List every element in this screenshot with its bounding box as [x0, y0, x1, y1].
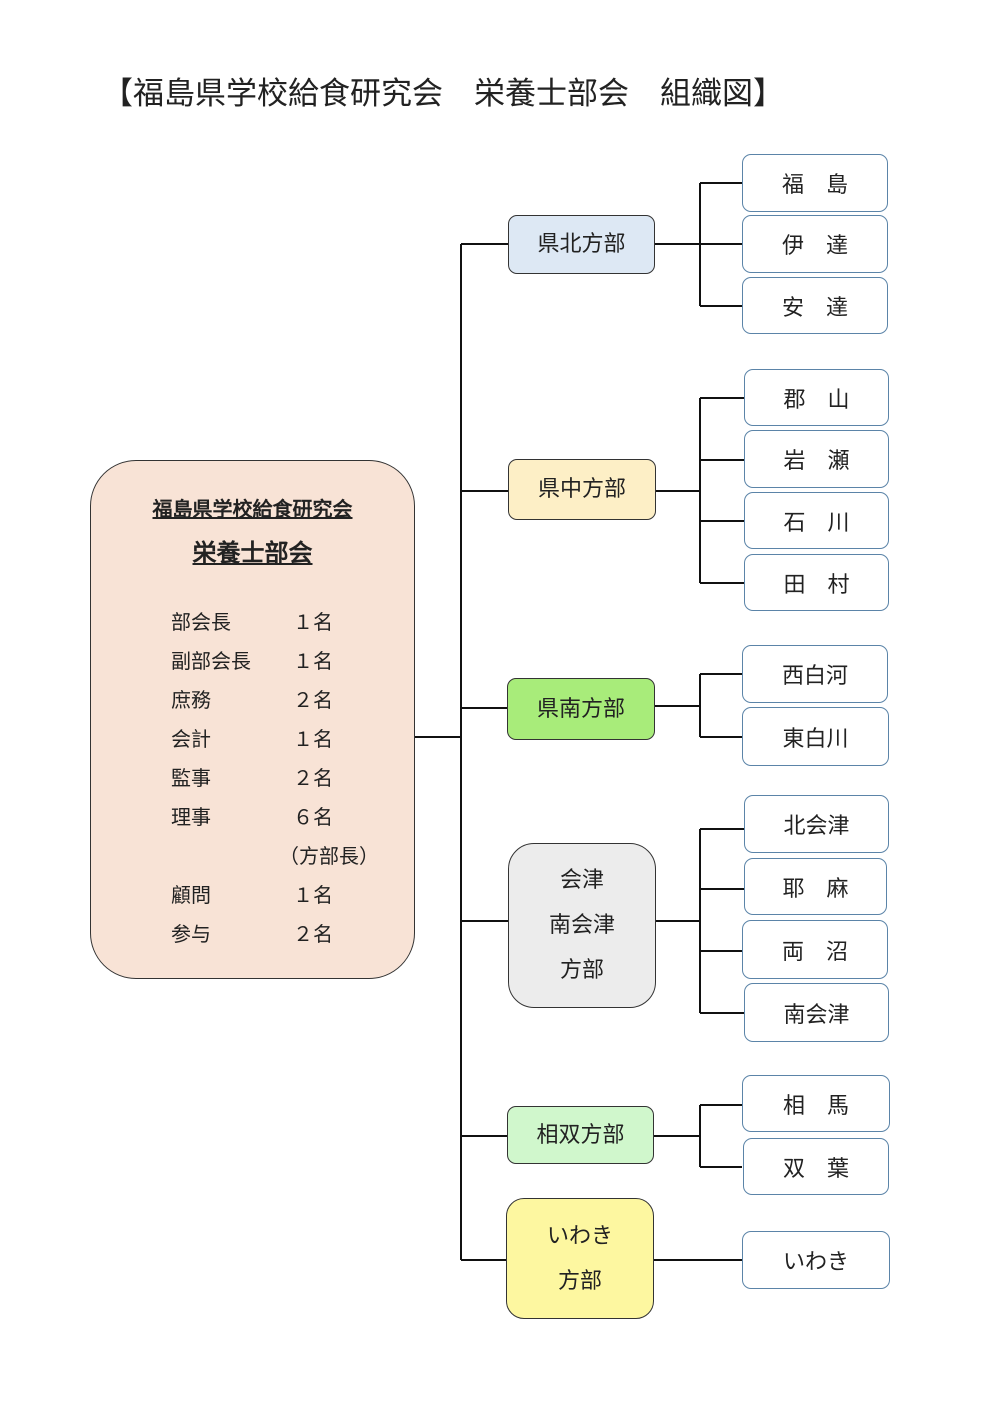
area-box: 西白河 [742, 645, 888, 703]
area-box: 安 達 [742, 277, 888, 334]
area-box: 相 馬 [742, 1075, 890, 1132]
role-count: １名 [293, 727, 333, 751]
area-label: 両 沼 [781, 939, 848, 965]
area-label: 南会津 [783, 1002, 850, 1028]
area-box: 岩 瀬 [744, 430, 889, 488]
main-unit-subtitle: 栄養士部会 [192, 539, 313, 567]
area-box: 南会津 [744, 983, 889, 1042]
role-name: 参与 [171, 922, 211, 946]
main-unit-title: 福島県学校給食研究会 [152, 497, 353, 521]
area-label: 石 川 [783, 510, 850, 536]
area-label: 福 島 [781, 173, 848, 198]
role-name: 副部会長 [171, 649, 251, 673]
area-box: 福 島 [742, 154, 888, 212]
area-label: 田 村 [783, 572, 850, 598]
role-row: 理事 ６名 [171, 798, 391, 837]
role-count: １名 [293, 649, 333, 673]
role-count: ２名 [293, 688, 333, 712]
role-row: 参与 ２名 [171, 915, 391, 954]
page-title: 【福島県学校給食研究会 栄養士部会 組織図】 [102, 76, 784, 112]
branch-label: 県北方部 [537, 232, 626, 257]
role-name: 部会長 [171, 610, 231, 634]
role-count: ６名 [293, 805, 333, 829]
branch-label: 相双方部 [536, 1122, 625, 1148]
area-box: 東白川 [742, 707, 889, 766]
area-label: 安 達 [781, 295, 848, 321]
main-unit-box: 福島県学校給食研究会 栄養士部会 部会長 １名 副部会長 １名 庶務 ２名 会計… [90, 460, 415, 979]
role-row: 副部会長 １名 [171, 642, 391, 681]
area-label: 岩 瀬 [783, 449, 850, 474]
branch-kenchu: 県中方部 [508, 459, 656, 520]
role-list: 部会長 １名 副部会長 １名 庶務 ２名 会計 １名 監事 ２名 理事 ６名 （… [171, 603, 391, 954]
role-count: ２名 [293, 766, 333, 790]
area-box: 両 沼 [742, 920, 888, 979]
area-label: 相 馬 [782, 1093, 849, 1119]
branch-iwaki: いわき 方部 [506, 1198, 654, 1319]
area-label: 東白川 [782, 726, 849, 752]
area-label: 双 葉 [782, 1156, 849, 1182]
branch-kennan: 県南方部 [507, 678, 655, 740]
branch-label: 県南方部 [536, 696, 625, 722]
branch-aizu: 会津 南会津 方部 [508, 843, 656, 1008]
branch-label: 県中方部 [537, 477, 626, 502]
area-label: いわき [782, 1250, 849, 1275]
branch-label: いわき 方部 [546, 1223, 613, 1294]
role-count: １名 [293, 883, 333, 907]
area-box: 伊 達 [742, 215, 888, 273]
branch-soso: 相双方部 [507, 1106, 654, 1164]
area-box: 北会津 [744, 795, 889, 853]
role-row: 会計 １名 [171, 720, 391, 759]
role-row: 顧問 １名 [171, 876, 391, 915]
area-label: 伊 達 [781, 234, 848, 259]
area-box: いわき [742, 1231, 890, 1289]
area-box: 田 村 [744, 554, 889, 611]
area-box: 双 葉 [743, 1138, 889, 1195]
area-label: 耶 麻 [782, 876, 849, 902]
role-name: 理事 [171, 805, 211, 829]
area-label: 北会津 [783, 814, 850, 839]
role-row: 庶務 ２名 [171, 681, 391, 720]
role-row: 監事 ２名 [171, 759, 391, 798]
area-label: 郡 山 [783, 387, 850, 413]
role-count: １名 [293, 610, 333, 634]
area-box: 石 川 [744, 492, 889, 549]
area-box: 耶 麻 [744, 858, 887, 915]
role-note: （方部長） [279, 844, 379, 868]
role-name: 会計 [171, 727, 211, 751]
role-row: 部会長 １名 [171, 603, 391, 642]
branch-label: 会津 南会津 方部 [548, 868, 615, 983]
role-name: 監事 [171, 766, 211, 790]
role-name: 顧問 [171, 883, 211, 907]
branch-kenpoku: 県北方部 [508, 215, 655, 274]
role-row: （方部長） [171, 837, 391, 876]
role-name: 庶務 [171, 688, 211, 712]
area-box: 郡 山 [744, 369, 889, 426]
area-label: 西白河 [781, 664, 848, 689]
role-count: ２名 [293, 922, 333, 946]
